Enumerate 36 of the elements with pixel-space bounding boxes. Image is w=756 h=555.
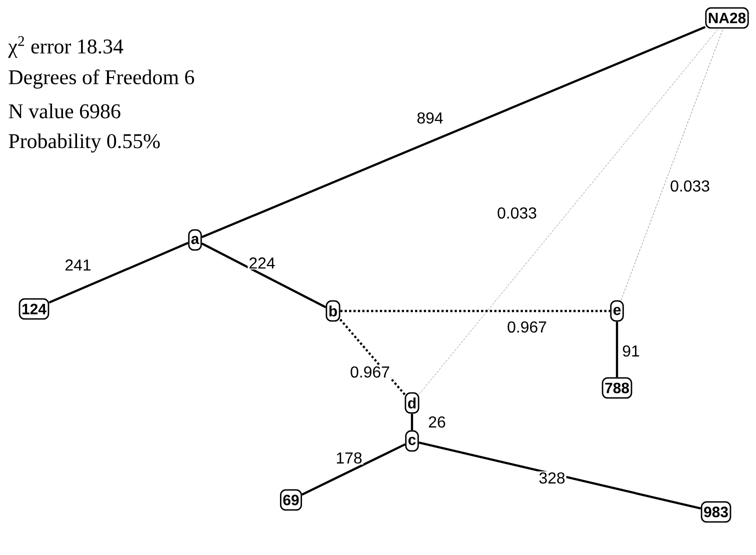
statistic-text: Degrees of Freedom 6 — [8, 69, 194, 89]
edge-label: 328 — [538, 471, 566, 485]
node-box: d — [404, 392, 420, 414]
edge-label: 178 — [334, 451, 364, 465]
edge-line — [201, 242, 326, 308]
node-box: NA28 — [705, 7, 749, 29]
edge-line — [419, 28, 719, 394]
edge-line — [418, 442, 702, 510]
edge-line — [201, 26, 706, 238]
statistic-text: Probability 0.55% — [8, 133, 160, 152]
edge-line — [410, 414, 414, 430]
edge-label: 0.033 — [669, 179, 711, 193]
statistic-text: N value 6986 — [8, 104, 120, 118]
edge-label: 91 — [621, 344, 641, 358]
node-box: 983 — [700, 501, 732, 523]
edge-label: 224 — [248, 256, 276, 270]
node-box: a — [188, 229, 202, 251]
edge-label: 0.967 — [506, 320, 548, 334]
edge-label: 241 — [64, 258, 92, 272]
edge-line — [48, 242, 189, 304]
node-box: 788 — [602, 377, 632, 399]
edge-label: 26 — [427, 415, 447, 429]
edge-label: 0.967 — [349, 365, 391, 379]
node-box: e — [610, 300, 624, 322]
node-box: b — [326, 300, 340, 322]
edge-line — [340, 310, 610, 312]
statistic-text: χ$^{2}$ error 18.34 — [8, 36, 124, 58]
node-box: 124 — [18, 298, 50, 320]
node-box: 69 — [280, 489, 302, 511]
edge-line — [620, 28, 724, 301]
node-box: c — [405, 430, 419, 452]
edge-label: 0.033 — [496, 206, 538, 220]
edge-label: 894 — [416, 111, 444, 125]
edge-line — [339, 318, 406, 396]
edge-line — [616, 322, 618, 378]
edge-line — [302, 443, 406, 496]
